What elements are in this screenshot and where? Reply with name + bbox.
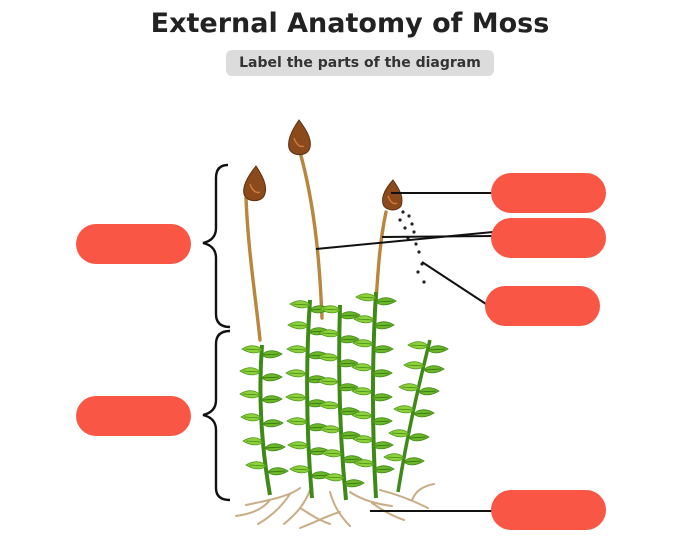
label-box-seta[interactable] [491,218,606,258]
leader-line-seta-b [381,235,494,238]
leader-lines [315,192,494,512]
spores [398,210,426,284]
lower-bracket [202,329,231,502]
leader-line-spores [421,261,487,305]
label-box-left-upper[interactable] [76,224,191,264]
leader-line-seta-a [315,231,494,250]
leafy-shoots [239,291,449,501]
rhizoids [235,483,435,529]
label-box-left-lower[interactable] [76,396,191,436]
diagram-subtitle: Label the parts of the diagram [226,50,494,76]
label-box-capsule[interactable] [491,173,606,213]
label-box-spores[interactable] [485,286,600,326]
upper-bracket [202,163,231,329]
capsules [243,119,403,211]
label-box-rhizoids[interactable] [491,490,606,530]
diagram-title: External Anatomy of Moss [150,8,550,39]
